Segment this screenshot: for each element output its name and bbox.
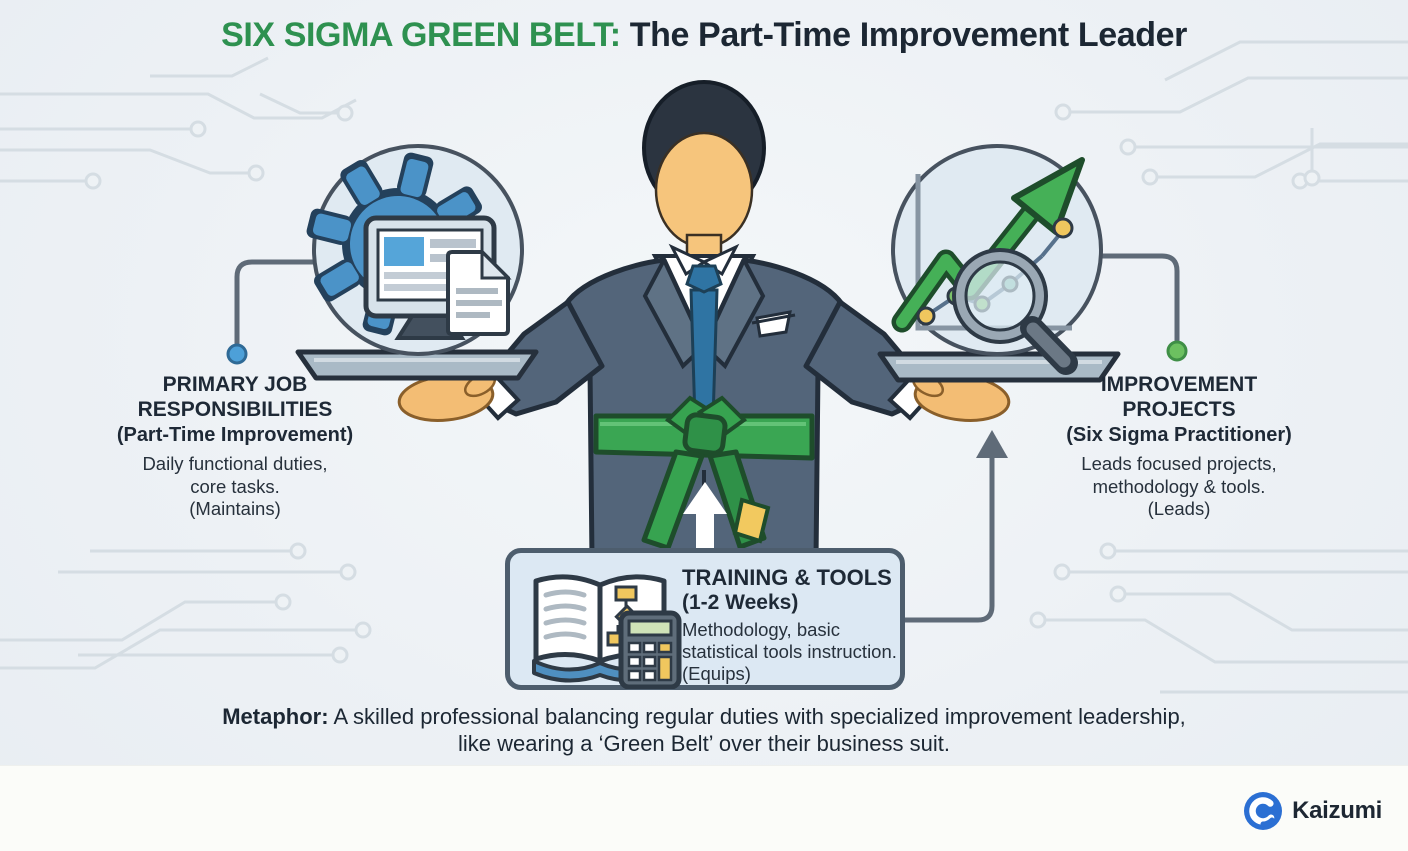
connector-right xyxy=(1098,253,1188,362)
right-tag: (Leads) xyxy=(1147,498,1211,519)
training-body-line1: Methodology, basic xyxy=(682,619,841,640)
title-highlight: SIX SIGMA GREEN BELT: xyxy=(221,16,621,54)
training-tag: (Equips) xyxy=(682,663,751,684)
training-text: TRAINING & TOOLS (1-2 Weeks) Methodology… xyxy=(682,565,897,685)
flow-arrow-icon xyxy=(903,430,1008,623)
sleeve-right xyxy=(803,299,925,417)
training-body-line2: statistical tools instruction. xyxy=(682,641,897,662)
left-heading-line2: RESPONSIBILITIES xyxy=(137,398,333,421)
green-node-icon xyxy=(1166,340,1188,362)
brand-name: Kaizumi xyxy=(1292,797,1382,824)
face xyxy=(654,131,754,249)
left-heading-line1: PRIMARY JOB xyxy=(162,373,308,396)
book-calculator-icon xyxy=(532,574,682,689)
footer-bar: Kaizumi xyxy=(0,765,1408,851)
tie-icon xyxy=(685,264,723,437)
circuit-top-left-icon xyxy=(0,56,357,190)
right-panel: IMPROVEMENT PROJECTS (Six Sigma Practiti… xyxy=(1020,372,1338,521)
training-box: TRAINING & TOOLS (1-2 Weeks) Methodology… xyxy=(505,548,905,690)
left-tag: (Maintains) xyxy=(189,498,281,519)
page-title: SIX SIGMA GREEN BELT: The Part-Time Impr… xyxy=(0,16,1408,55)
platter-left xyxy=(295,349,539,381)
right-heading-line1: IMPROVEMENT xyxy=(1100,373,1258,396)
blue-node-icon xyxy=(226,343,248,365)
right-heading-line2: PROJECTS xyxy=(1122,398,1236,421)
brand-logo: Kaizumi xyxy=(1242,790,1382,832)
circuit-bottom-left-icon xyxy=(0,542,372,670)
belt-tag xyxy=(732,497,771,544)
pocket-square-icon xyxy=(751,310,796,338)
left-subheading: (Part-Time Improvement) xyxy=(116,424,354,446)
magnifier-icon xyxy=(952,248,1078,375)
green-belt-icon xyxy=(593,395,815,551)
training-heading: TRAINING & TOOLS xyxy=(682,565,892,590)
left-body-line2: core tasks. xyxy=(190,475,280,497)
metaphor-line1: A skilled professional balancing regular… xyxy=(333,704,1186,729)
right-body-line1: Leads focused projects, xyxy=(1081,453,1277,474)
gear-monitor-document-icon xyxy=(306,144,524,356)
sleeve-left xyxy=(483,299,605,417)
metaphor-line2: like wearing a ‘Green Belt’ over their b… xyxy=(458,731,950,756)
metaphor-caption: Metaphor: A skilled professional balanci… xyxy=(0,703,1408,757)
training-subheading: (1-2 Weeks) xyxy=(682,591,799,614)
metaphor-label: Metaphor: xyxy=(222,704,329,729)
circuit-traces xyxy=(0,40,1408,694)
circuit-bottom-right-icon xyxy=(1029,542,1408,694)
connector-left xyxy=(226,259,318,365)
document-icon xyxy=(446,248,512,336)
left-body-line1: Daily functional duties, xyxy=(142,453,328,474)
circuit-top-right-icon xyxy=(1054,40,1408,190)
title-rest: The Part-Time Improvement Leader xyxy=(620,16,1188,54)
left-panel: PRIMARY JOB RESPONSIBILITIES (Part-Time … xyxy=(78,372,392,521)
up-arrow-icon xyxy=(683,482,727,556)
growth-chart-magnifier-icon xyxy=(891,144,1103,375)
kaizumi-wave-icon xyxy=(1244,792,1283,830)
right-body-line2: methodology & tools. xyxy=(1092,475,1266,497)
right-subheading: (Six Sigma Practitioner) xyxy=(1066,424,1292,446)
